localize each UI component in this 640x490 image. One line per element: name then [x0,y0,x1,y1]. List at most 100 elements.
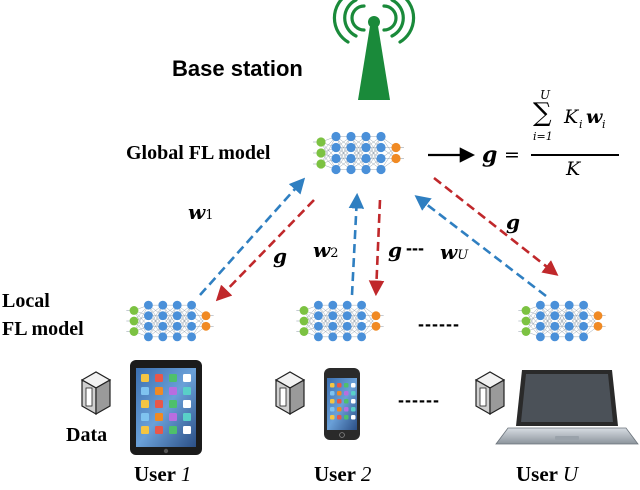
app-icon [330,399,335,404]
network-node [328,321,338,331]
ellipsis-devices: ------ [398,390,440,410]
phone-device-icon [324,368,360,440]
network-edge [365,136,382,170]
app-icon [141,426,149,434]
network-node [579,332,589,342]
network-node [361,153,371,164]
formula-equals: = [504,144,520,166]
network-edge [133,305,149,332]
label-w2: w2 [313,238,339,262]
app-icon [330,391,335,396]
network-node [172,332,182,342]
local-fl-model-label-line1: Local [2,290,50,312]
app-icon [351,407,356,412]
network-node [143,300,153,310]
user1-local-model-network-icon [126,300,214,342]
network-node [129,316,139,326]
network-node [361,142,371,153]
aggregation-formula: g = U ∑ i=1 K i w i K [478,88,628,188]
app-icon [344,415,349,420]
formula-term-k-sub: i [579,118,583,131]
network-node [550,321,560,331]
network-node [201,321,211,331]
data-server-icon [80,371,112,416]
network-node [187,311,197,321]
local-fl-model-label-line2: FL model [2,318,84,340]
network-node [550,300,560,310]
network-node [331,131,341,142]
network-node [521,327,531,336]
upload-arrow-userU [414,195,547,298]
upload-arrow-user2 [348,192,365,296]
network-node [564,300,574,310]
network-node [158,332,168,342]
network-node [361,164,371,175]
network-node [313,321,323,331]
network-node [346,164,356,175]
network-node [346,153,356,164]
app-icon [155,387,163,395]
app-icon [337,407,342,412]
network-node [316,137,326,147]
user-U-index: U [562,462,579,486]
label-w1: w1 [188,200,214,224]
network-node [593,321,603,331]
network-node [328,300,338,310]
formula-sum-bottom: i=1 [533,130,553,143]
network-node [346,131,356,142]
ellipsis-models: ------ [418,314,460,334]
label-w1-base: w [188,200,206,224]
network-node [391,142,401,153]
app-icon [344,383,349,388]
network-node [371,321,381,331]
app-icon [141,374,149,382]
network-node [328,311,338,321]
network-node [172,321,182,331]
network-node [564,321,574,331]
user-2-index: 2 [360,462,372,486]
network-node [313,332,323,342]
label-wU-base: w [440,240,458,264]
app-icon [330,383,335,388]
app-icon [183,387,191,395]
network-node [579,300,589,310]
network-node [331,164,341,175]
network-node [535,321,545,331]
app-icon [169,413,177,421]
app-icon [183,413,191,421]
upload-arrow-user1 [199,177,306,296]
user-1-prefix: User [134,462,181,486]
network-edge [318,305,334,337]
network-node [299,316,309,326]
network-edge [148,305,164,337]
network-node [331,142,341,153]
formula-term-w-sub: i [602,118,606,131]
download-arrow-user1 [215,199,315,302]
network-edge [320,136,337,165]
app-icon [141,400,149,408]
network-edge [176,305,192,337]
network-node [172,311,182,321]
formula-lhs: g [482,142,498,168]
network-node [550,332,560,342]
tablet-device-icon [130,360,202,455]
network-node [521,306,531,315]
formula-sum-top: U [540,88,551,102]
network-node [331,153,341,164]
formula-term-w: w [586,106,603,128]
network-node [361,131,371,142]
label-w2-sub: 2 [330,246,339,261]
app-icon [337,415,342,420]
network-edge [540,305,556,337]
network-edge [332,305,348,337]
network-node [357,300,367,310]
formula-fraction-bar [531,154,619,156]
network-node [187,300,197,310]
formula-term-k: K [564,106,579,128]
network-node [158,300,168,310]
app-icon [183,400,191,408]
network-node [391,153,401,164]
global-fl-model-label: Global FL model [126,142,271,164]
network-node [129,327,139,336]
